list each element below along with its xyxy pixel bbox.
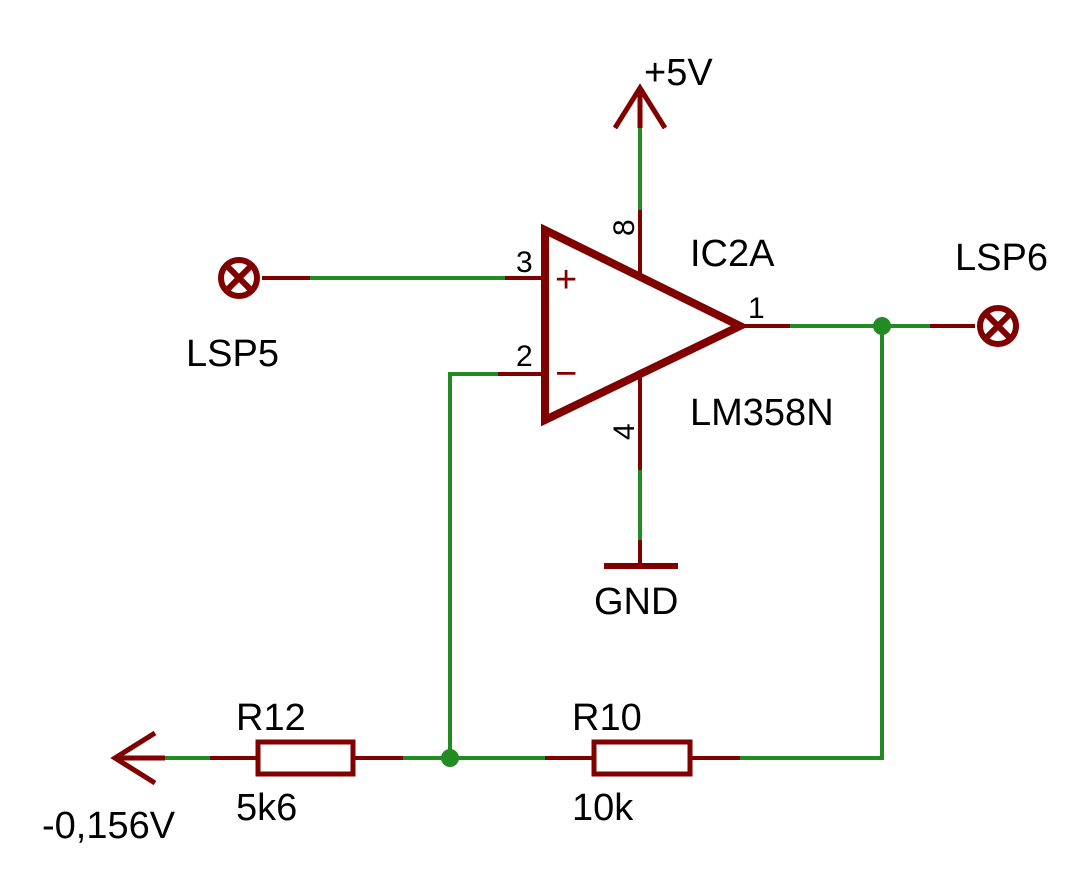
output-point-label: LSP6	[955, 237, 1048, 279]
reference-arrow-icon	[110, 730, 165, 786]
r10-name-label: R10	[572, 697, 642, 739]
plus-sign: +	[555, 259, 577, 301]
pin-label-vcc: 8	[608, 219, 641, 236]
ic-value-label: LM358N	[690, 392, 834, 434]
supply-arrow-icon	[612, 83, 668, 130]
input-point-label: LSP5	[186, 333, 279, 375]
r10-value-label: 10k	[572, 787, 634, 829]
pin-label-noninverting: 3	[516, 246, 533, 279]
ic-name-label: IC2A	[690, 233, 775, 275]
junction-dot-feedback	[441, 749, 459, 767]
test-point-lsp6-icon	[977, 305, 1019, 347]
wires	[163, 126, 932, 760]
test-point-lsp5-icon	[218, 257, 260, 299]
resistor-r10	[591, 739, 693, 777]
reference-voltage-label: -0,156V	[42, 805, 176, 847]
pin-stubs	[210, 210, 975, 760]
resistor-r12	[255, 739, 356, 777]
minus-sign: −	[555, 353, 577, 395]
r12-value-label: 5k6	[236, 787, 297, 829]
ground-label: GND	[594, 581, 678, 623]
pin-label-inverting: 2	[516, 340, 533, 373]
r12-name-label: R12	[236, 697, 306, 739]
pin-label-gnd: 4	[608, 423, 641, 440]
supply-label: +5V	[644, 52, 713, 94]
pin-label-output: 1	[748, 292, 765, 325]
junction-dot-output	[873, 317, 891, 335]
opamp-triangle	[541, 223, 750, 427]
